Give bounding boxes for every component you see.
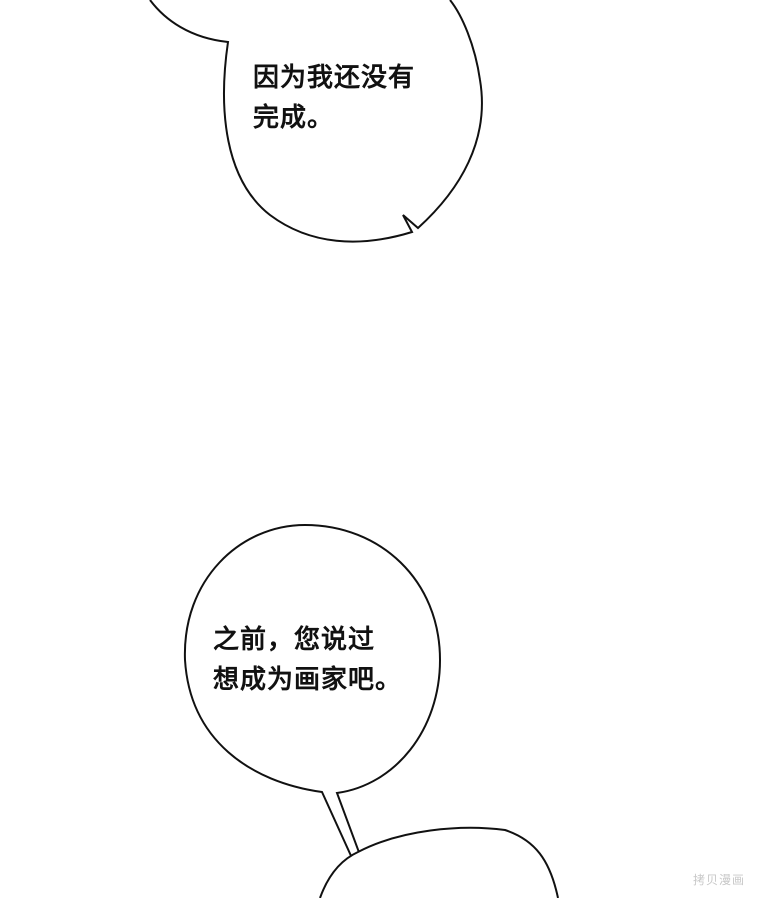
speech-bubble-2-outline	[183, 523, 442, 860]
speech-bubble-1-outline	[149, 0, 483, 243]
bubble-2-line-1: 之前，您说过	[213, 625, 376, 655]
bubble-1-line-1: 因为我还没有	[253, 63, 416, 93]
speech-bubble-2-text: 之前，您说过 想成为画家吧。	[213, 620, 402, 700]
bubble-2-line-2: 想成为画家吧。	[213, 665, 403, 695]
speech-bubble-3-outline	[319, 826, 559, 898]
bubble-1-line-2: 完成。	[253, 103, 335, 133]
watermark: 拷贝漫画	[693, 873, 746, 887]
speech-bubble-1-text: 因为我还没有 完成。	[253, 58, 415, 138]
